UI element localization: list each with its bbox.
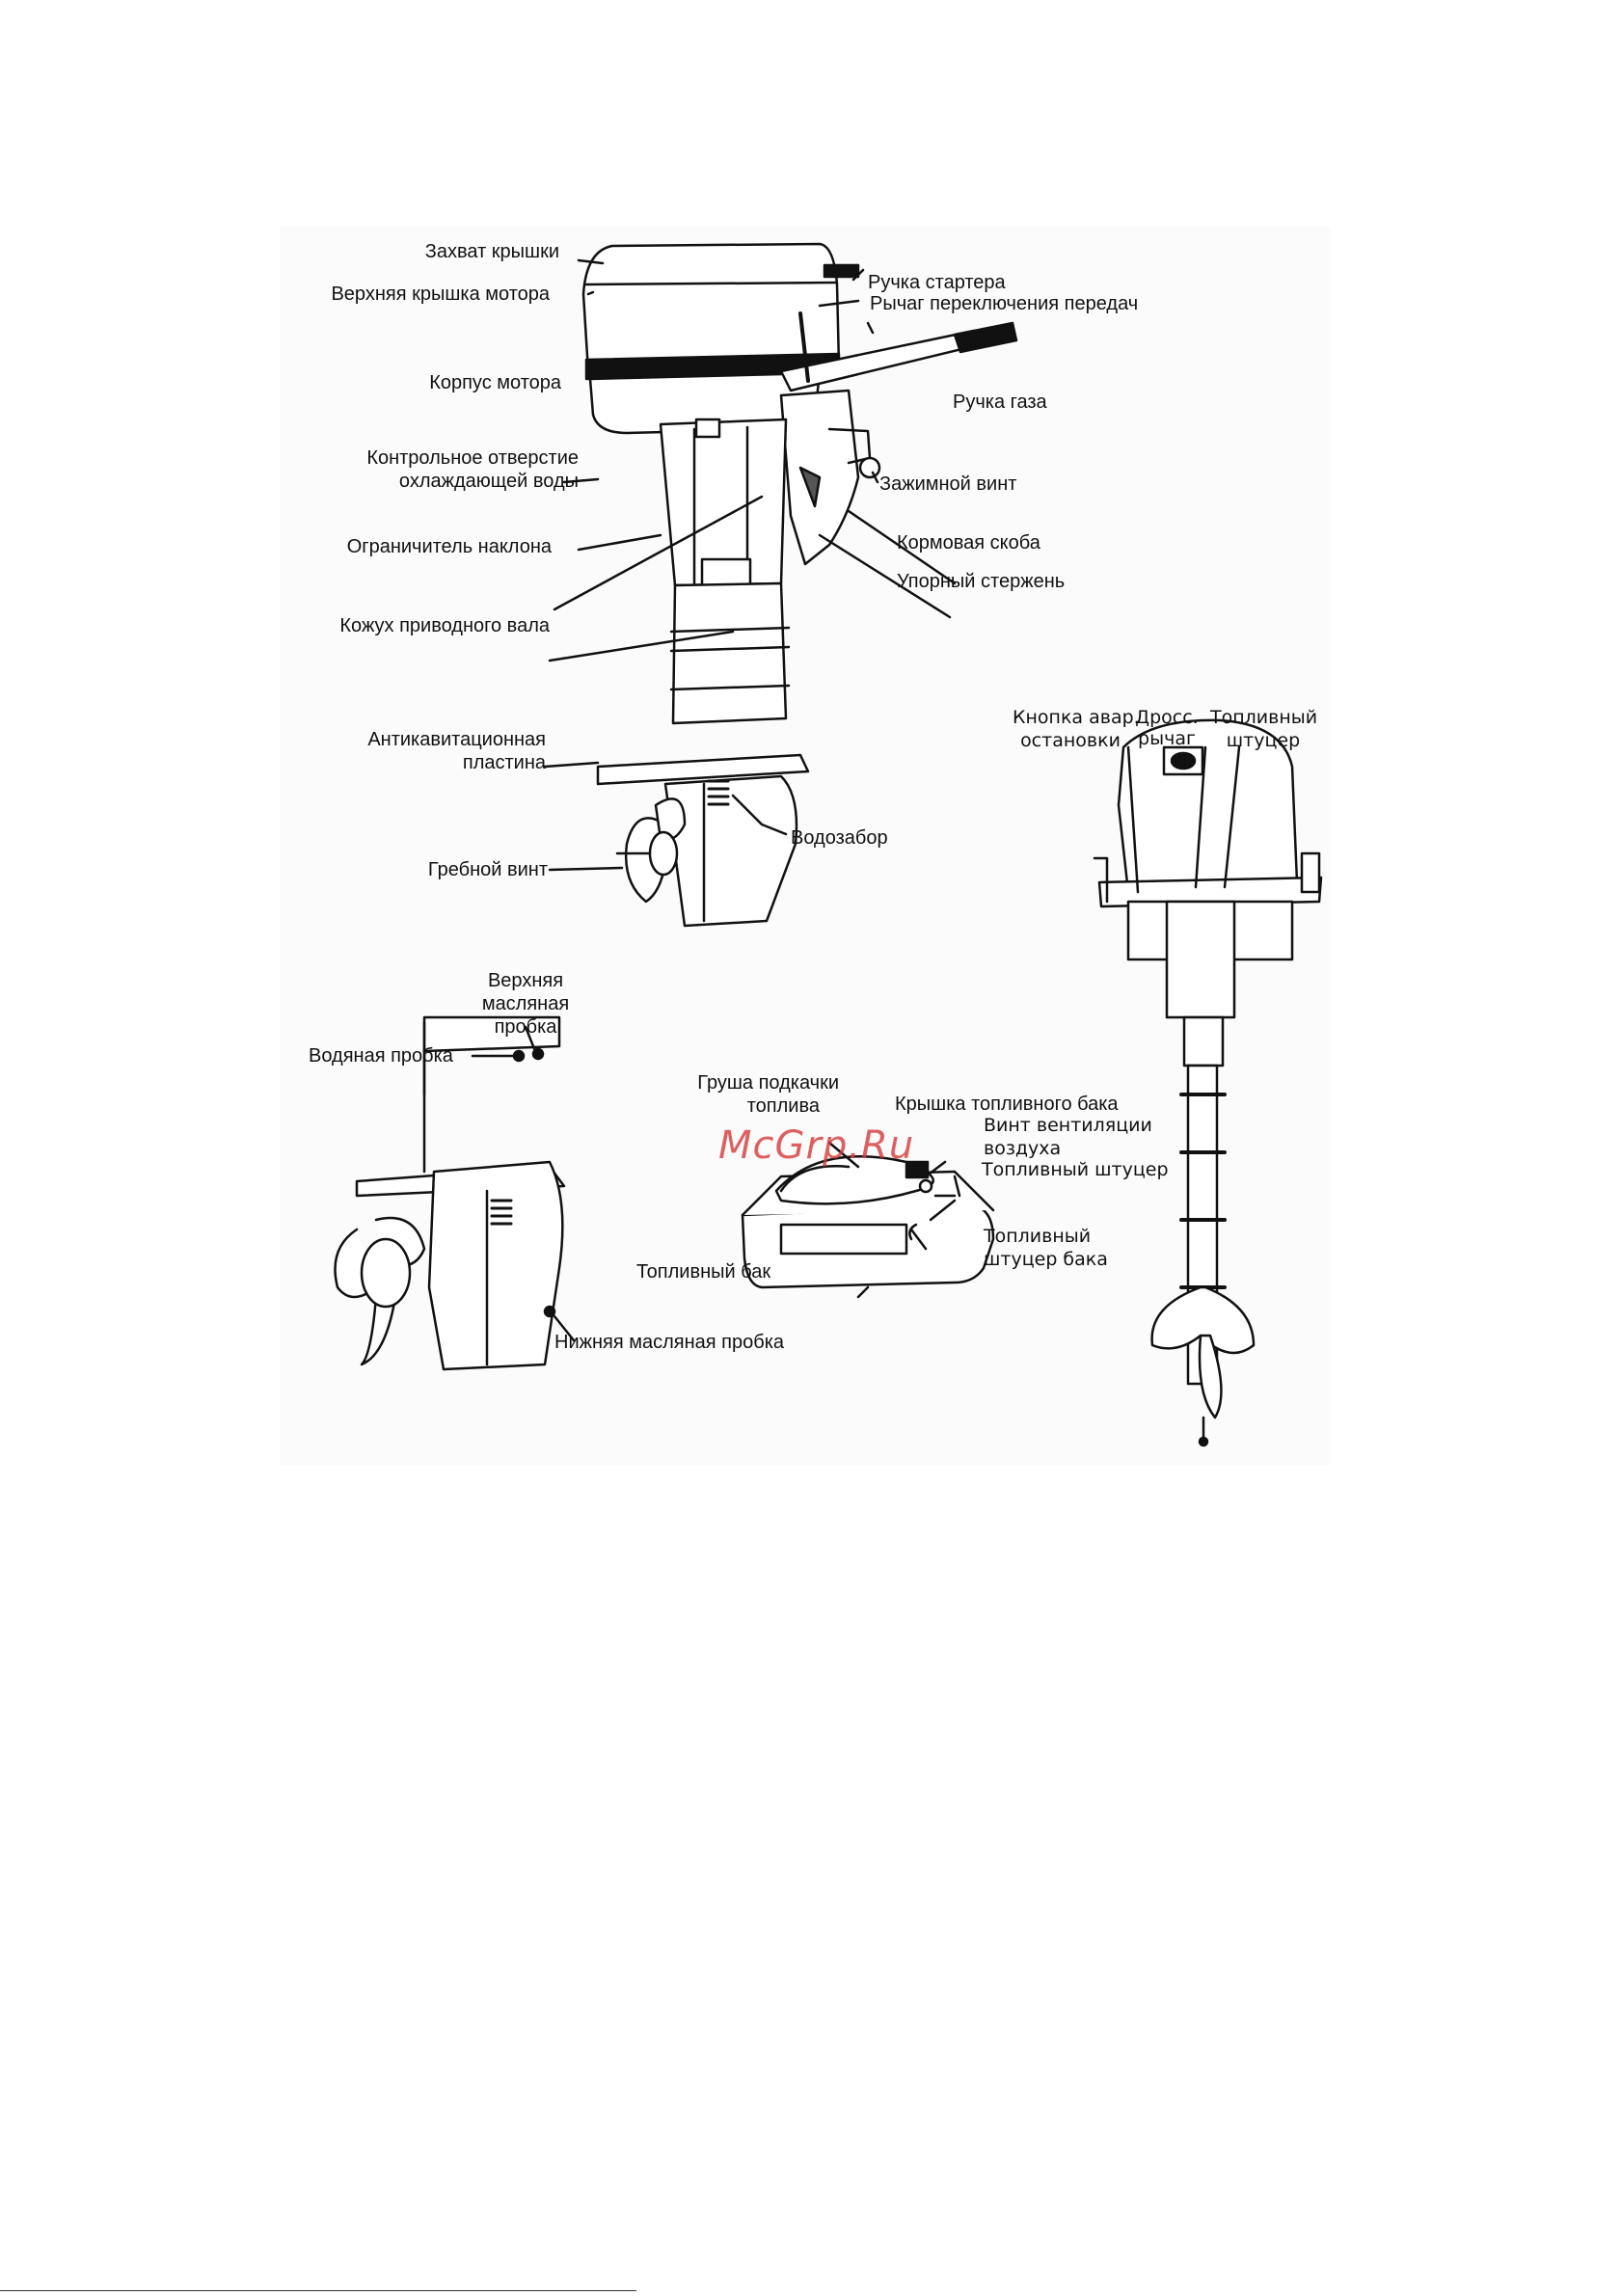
outboard-motor-diagram (334, 242, 1323, 1447)
label-upper-oil-line1: Верхняя (487, 970, 564, 991)
label-tank-cap: Крышка топливного бака (895, 1094, 1119, 1115)
label-top-cover: Верхняя крышка мотора (331, 284, 550, 305)
label-cooling-hole-line1: Контрольное отверстие (366, 447, 579, 469)
rear-view-drawing (1093, 718, 1323, 1447)
label-motor-body: Корпус мотора (429, 372, 561, 393)
label-tank-fitting-line1: Топливный (984, 1226, 1092, 1247)
fuel-tank-drawing (741, 1141, 995, 1299)
label-throttle-grip: Ручка газа (953, 392, 1047, 413)
label-water-plug: Водяная пробка (309, 1045, 453, 1067)
label-fuel-fitting: Топливный штуцер (982, 1159, 1169, 1180)
label-water-intake: Водозабор (791, 827, 888, 849)
label-tilt-limiter: Ограничитель наклона (346, 536, 552, 557)
label-vent-line1: Винт вентиляции (984, 1115, 1152, 1136)
label-anticav-line2: пластина (462, 752, 546, 773)
label-stop-button-line1: Кнопка авар. (1013, 707, 1140, 728)
label-choke-line1: Дросс. (1135, 707, 1199, 728)
watermark: McGrp.Ru (718, 1123, 915, 1168)
label-primer-line2: топлива (746, 1095, 820, 1117)
label-choke-line2: рычаг (1138, 728, 1196, 749)
label-starter-handle: Ручка стартера (868, 272, 1006, 293)
label-fuel-connector-line1: Топливный (1210, 707, 1318, 728)
label-gear-lever: Рычаг переключения передач (870, 293, 1139, 314)
label-upper-oil-line2: масляная (481, 993, 570, 1014)
footer-rule (0, 2290, 636, 2291)
label-lower-oil: Нижняя масляная пробка (554, 1332, 785, 1353)
label-propeller: Гребной винт (427, 859, 548, 880)
label-primer-line1: Груша подкачки (697, 1072, 839, 1094)
label-stop-button-line2: остановки (1020, 730, 1121, 751)
label-upper-oil-line3: пробка (494, 1016, 557, 1038)
figure-panel: Захват крышки Верхняя крышка мотора Корп… (280, 227, 1331, 1466)
label-shaft-housing: Кожух приводного вала (339, 615, 550, 636)
label-fuel-tank: Топливный бак (636, 1261, 771, 1283)
label-anticav-line1: Антикавитационная (367, 729, 546, 750)
label-tank-fitting-line2: штуцер бака (984, 1249, 1108, 1270)
label-thrust-rod: Упорный стержень (897, 571, 1066, 592)
label-clamp-screw: Зажимной винт (879, 473, 1017, 495)
main-motor-drawing (543, 242, 1018, 928)
lower-unit-drawing (334, 1015, 576, 1371)
label-vent-line2: воздуха (984, 1138, 1062, 1159)
label-fuel-connector-line2: штуцер (1226, 730, 1301, 751)
label-cooling-hole-line2: охлаждающей воды (398, 471, 579, 492)
label-cover-latch: Захват крышки (424, 241, 559, 262)
label-stern-bracket: Кормовая скоба (897, 532, 1040, 554)
